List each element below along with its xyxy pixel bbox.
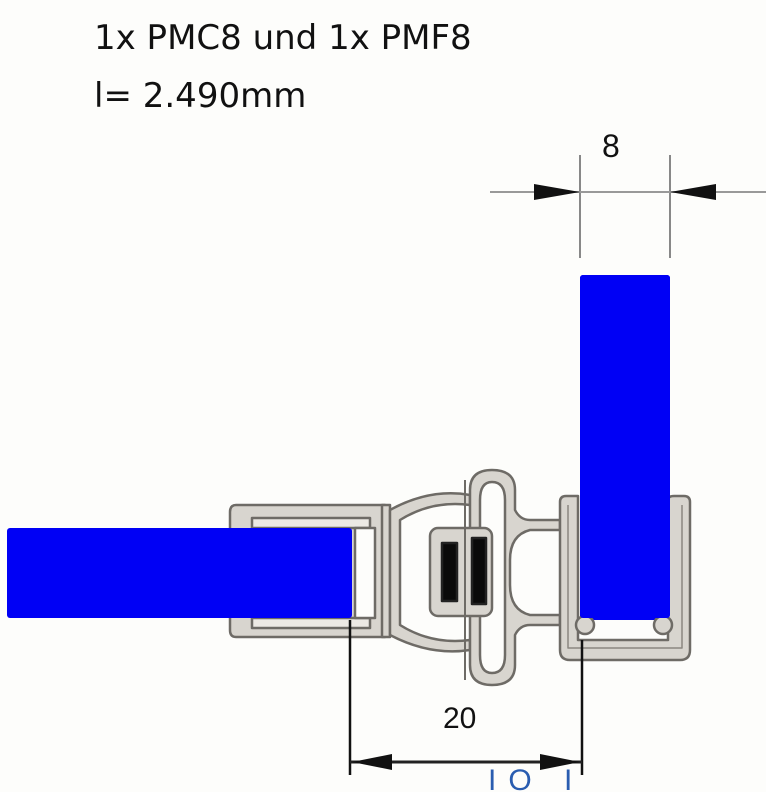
title-product-line: 1x PMC8 und 1x PMF8: [94, 18, 472, 58]
dimension-20: [348, 620, 584, 775]
glass-panel-horizontal: [7, 528, 352, 618]
magnet-strip-left: [440, 541, 459, 603]
arrow-right-icon: [534, 184, 580, 200]
dimension-label-20: 20: [443, 702, 477, 735]
magnet-strip-right: [470, 536, 488, 606]
dimension-label-8: 8: [602, 128, 620, 164]
dimension-8: [490, 155, 766, 258]
title-length-line: l= 2.490mm: [94, 76, 307, 116]
arrow-left-icon: [670, 184, 716, 200]
arrow-right-icon: [540, 754, 580, 770]
partial-bottom-label: IO I: [488, 764, 585, 792]
arrow-left-icon: [352, 754, 392, 770]
